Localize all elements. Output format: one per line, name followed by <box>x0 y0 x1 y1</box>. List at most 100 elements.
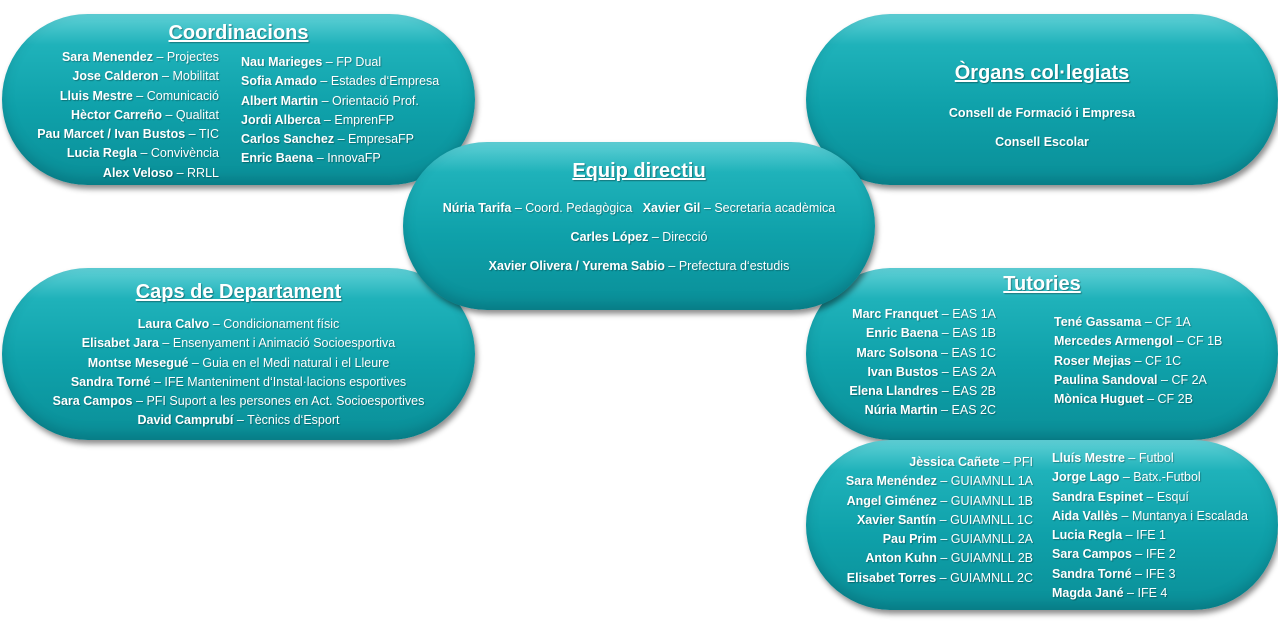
member-line: Mònica Huguet – CF 2B <box>1054 390 1222 409</box>
member-role: Tècnics d‘Esport <box>247 413 340 428</box>
member-line: Marc Franquet – EAS 1A <box>849 305 996 324</box>
member-name: Marc Franquet <box>852 307 939 321</box>
member-role: EAS 2A <box>952 364 996 379</box>
member-name: Aida Vallès <box>1052 508 1119 523</box>
equip-directiu-box: Equip directiu Núria Tarifa – Coord. Ped… <box>403 142 875 310</box>
separator: – <box>176 165 184 180</box>
member-role: IFE 4 <box>1137 586 1168 601</box>
separator: – <box>941 384 949 399</box>
member-name: Jordi Alberca <box>241 112 321 127</box>
member-role: Qualitat <box>175 107 219 122</box>
separator: – <box>941 345 949 360</box>
member-name: Laura Calvo <box>137 317 210 331</box>
member-line: Pau Marcet / Ivan Bustos – TIC <box>37 125 219 144</box>
member-name: Carles López <box>570 230 649 244</box>
member-role: Estades d‘Empresa <box>330 74 440 89</box>
member-role: Mobilitat <box>172 69 219 84</box>
separator: – <box>1134 353 1142 368</box>
member-role: GUIAMNLL 1B <box>950 493 1033 508</box>
member-line: Sara Campos – IFE 2 <box>1052 545 1248 564</box>
member-name: Sandra Espinet <box>1052 489 1143 504</box>
member-line: Enric Baena – InnovaFP <box>241 149 439 168</box>
organs-box: Òrgans col·legiats Consell de Formació i… <box>806 14 1278 185</box>
member-name: Elisabet Torres <box>846 570 937 585</box>
caps-box: Caps de Departament Laura Calvo – Condic… <box>2 268 475 440</box>
member-name: Lluis Mestre <box>59 88 133 103</box>
separator: – <box>162 69 169 84</box>
member-name: Pau Prim <box>882 532 937 547</box>
separator: – <box>940 493 948 508</box>
member-role: IFE 2 <box>1145 547 1176 562</box>
separator: – <box>162 336 170 351</box>
member-line: Ivan Bustos – EAS 2A <box>849 363 996 382</box>
separator: – <box>1003 455 1011 469</box>
separator: – <box>316 151 324 166</box>
member-role: GUIAMNLL 2B <box>950 551 1033 566</box>
member-role: Comunicació <box>146 88 219 103</box>
member-name: Jorge Lago <box>1052 470 1120 485</box>
member-name: Jèssica Cañete <box>909 455 1000 469</box>
member-name: Montse Mesegué <box>87 355 189 370</box>
separator: – <box>1135 547 1143 562</box>
separator: – <box>1127 586 1134 601</box>
member-role: TIC <box>198 127 219 142</box>
member-name: Nau Marieges <box>241 55 323 69</box>
member-line: Enric Baena – EAS 1B <box>849 324 996 343</box>
member-name: Alex Veloso <box>102 165 174 180</box>
member-role: EAS 1C <box>951 345 996 360</box>
caps-title: Caps de Departament <box>135 281 342 303</box>
member-line: Lluis Mestre – Comunicació <box>37 87 219 106</box>
member-name: Enric Baena <box>866 326 939 341</box>
member-role: Futbol <box>1138 451 1174 465</box>
member-line: Lucia Regla – IFE 1 <box>1052 526 1248 545</box>
separator: – <box>1125 528 1133 543</box>
member-name: Paulina Sandoval <box>1054 372 1158 387</box>
member-role: CF 1C <box>1145 353 1182 368</box>
separator: – <box>939 512 947 527</box>
organs-item: Consell Escolar <box>995 135 1089 149</box>
member-role: CF 2B <box>1157 392 1193 407</box>
separator: – <box>236 413 244 428</box>
member-line: Pau Prim – GUIAMNLL 2A <box>846 530 1033 549</box>
member-line: Lluís Mestre – Futbol <box>1052 449 1248 468</box>
member-line: Hèctor Carreño – Qualitat <box>37 106 219 125</box>
member-role: Coord. Pedagògica <box>525 201 633 215</box>
member-role: GUIAMNLL 1A <box>950 474 1033 489</box>
member-role: InnovaFP <box>327 151 381 166</box>
member-name: Carlos Sanchez <box>241 132 335 147</box>
member-role: CF 1B <box>1186 334 1223 349</box>
equip-line: Xavier Olivera / Yurema Sabio – Prefectu… <box>403 257 875 276</box>
member-line: Elisabet Jara – Ensenyament i Animació S… <box>2 334 475 353</box>
member-line: Sara Menendez – Projectes <box>37 48 219 67</box>
equip-line: Núria Tarifa – Coord. Pedagògica Xavier … <box>403 199 875 228</box>
member-role: Guia en el Medi natural i el Lleure <box>202 355 390 370</box>
separator: – <box>136 394 143 409</box>
member-line: Tené Gassama – CF 1A <box>1054 313 1222 332</box>
member-role: GUIAMNLL 2C <box>950 570 1033 585</box>
separator: – <box>156 50 164 64</box>
separator: – <box>1176 334 1184 349</box>
member-line: Anton Kuhn – GUIAMNLL 2B <box>846 549 1033 568</box>
member-line: Jose Calderon – Mobilitat <box>37 67 219 86</box>
separator: – <box>1122 470 1130 485</box>
member-role: Prefectura d‘estudis <box>678 259 790 273</box>
member-name: Hèctor Carreño <box>70 107 162 122</box>
member-name: Enric Baena <box>241 151 314 166</box>
member-name: Lucia Regla <box>1052 528 1123 543</box>
separator: – <box>325 55 333 69</box>
member-name: Jose Calderon <box>72 69 159 84</box>
separator: – <box>940 474 948 489</box>
separator: – <box>941 307 949 321</box>
member-role: FP Dual <box>336 55 382 69</box>
separator: – <box>140 146 148 161</box>
member-line: Nau Marieges – FP Dual <box>241 53 439 72</box>
member-line: Alex Veloso – RRLL <box>37 164 219 183</box>
member-role: Condicionament físic <box>223 317 340 331</box>
member-line: Elisabet Torres – GUIAMNLL 2C <box>846 569 1033 588</box>
member-line: Carlos Sanchez – EmpresaFP <box>241 130 439 149</box>
member-line: Magda Jané – IFE 4 <box>1052 584 1248 603</box>
member-name: Magda Jané <box>1052 586 1124 601</box>
member-role: Orientació Prof. <box>332 93 419 108</box>
